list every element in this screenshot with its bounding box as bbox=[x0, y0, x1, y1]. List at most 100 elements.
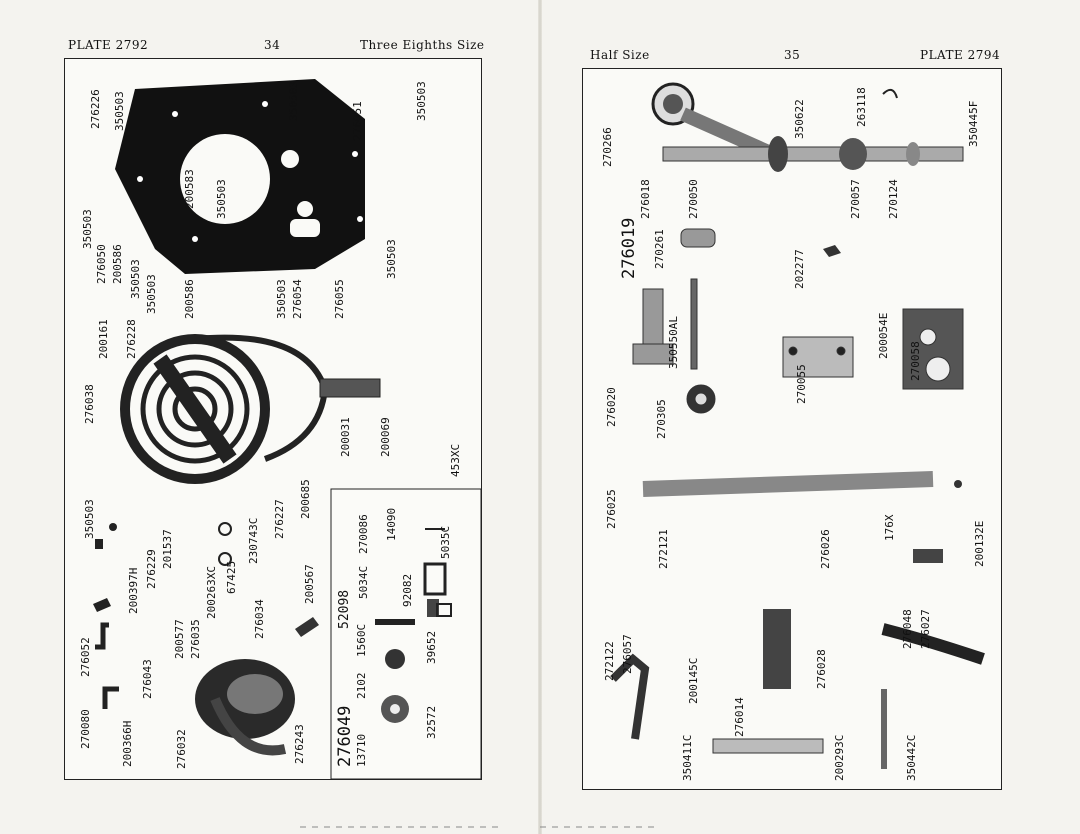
part-label: 276057 bbox=[621, 634, 634, 674]
part-label: 350411C bbox=[681, 734, 694, 781]
part-label: 200397H bbox=[127, 567, 140, 614]
part-label: 202277 bbox=[793, 249, 806, 289]
part-label: 350442C bbox=[905, 734, 918, 781]
part-label: 350550AL bbox=[667, 316, 680, 369]
part-label: 276014 bbox=[733, 697, 746, 737]
size-note: Half Size bbox=[590, 48, 650, 62]
part-label: 52098 bbox=[337, 589, 352, 629]
part-label: 276032 bbox=[175, 729, 188, 769]
part-label: 350622 bbox=[793, 99, 806, 139]
part-label: 350503 bbox=[83, 499, 96, 539]
part-label: 453XC bbox=[449, 443, 462, 477]
part-label: 276048 bbox=[901, 609, 914, 649]
part-label: 270055 bbox=[795, 364, 808, 404]
part-label: 272122 bbox=[603, 641, 616, 681]
part-label: 276227 bbox=[273, 499, 286, 539]
part-label: 276229 bbox=[145, 549, 158, 589]
page-number: 34 bbox=[264, 38, 281, 52]
part-label: 200145C bbox=[687, 657, 700, 704]
part-label: 276052 bbox=[79, 637, 92, 677]
part-label: 263118 bbox=[855, 87, 868, 127]
part-label: 276018 bbox=[639, 179, 652, 219]
part-label: 276226 bbox=[89, 89, 102, 129]
scan-artifact bbox=[300, 826, 500, 828]
fan-guard-illustration bbox=[120, 334, 381, 484]
right-page: Half Size 35 PLATE 2794 bbox=[540, 0, 1080, 834]
cup-illustration bbox=[195, 617, 319, 756]
shaft-illustration bbox=[651, 82, 964, 172]
part-label: 67425 bbox=[225, 560, 238, 594]
part-label: 200567 bbox=[303, 564, 316, 604]
part-label: 350503 bbox=[287, 81, 300, 121]
part-label: 200054E bbox=[877, 312, 890, 359]
part-label: 270305 bbox=[655, 399, 668, 439]
part-label: 276054 bbox=[291, 279, 304, 319]
part-label: 200132E bbox=[973, 520, 986, 567]
part-label: 200586 bbox=[111, 244, 124, 284]
part-label: 32572 bbox=[425, 705, 438, 739]
part-label: 5034C bbox=[357, 565, 370, 599]
part-label: 270266 bbox=[601, 127, 614, 167]
part-label: 276025 bbox=[605, 489, 618, 529]
part-label: 276028 bbox=[815, 649, 828, 689]
engine-plate-illustration bbox=[115, 79, 365, 274]
page-number: 35 bbox=[784, 48, 801, 62]
left-plate-frame: 276226 350503 350503 350503 276051 35050… bbox=[64, 58, 482, 780]
part-label: 350503 bbox=[215, 179, 228, 219]
part-label: 276026 bbox=[819, 529, 832, 569]
assembly-number: 276019 bbox=[619, 217, 639, 279]
part-label: 270058 bbox=[909, 341, 922, 381]
right-plate-frame: 270266 276019 276018 350622 263118 35044… bbox=[582, 68, 1002, 790]
part-label: 276020 bbox=[605, 387, 618, 427]
inset-assembly-number: 276049 bbox=[335, 705, 355, 767]
part-label: 350503 bbox=[415, 81, 428, 121]
part-label: 230743C bbox=[247, 517, 260, 564]
part-label: 350503 bbox=[145, 274, 158, 314]
part-label: 272121 bbox=[657, 529, 670, 569]
plate-title: PLATE 2792 bbox=[68, 38, 149, 52]
part-label: 200263XC bbox=[205, 566, 218, 619]
book-spine bbox=[538, 0, 542, 834]
part-label: 350503 bbox=[385, 239, 398, 279]
part-label: 350503 bbox=[275, 279, 288, 319]
part-label: 276027 bbox=[919, 609, 932, 649]
right-plate-illustration bbox=[610, 82, 985, 769]
part-label: 200583 bbox=[183, 169, 196, 209]
part-label: 270057 bbox=[849, 179, 862, 219]
part-label: 270261 bbox=[653, 229, 666, 269]
part-label: 270086 bbox=[357, 514, 370, 554]
part-label: 92082 bbox=[401, 573, 414, 607]
part-label: 200031 bbox=[339, 417, 352, 457]
part-label: 2102 bbox=[355, 672, 368, 700]
part-label: 176X bbox=[883, 514, 896, 542]
part-label: 350503 bbox=[129, 259, 142, 299]
part-label: 200586 bbox=[183, 279, 196, 319]
part-label: 276038 bbox=[83, 384, 96, 424]
part-label: 200161 bbox=[97, 319, 110, 359]
part-label: 276055 bbox=[333, 279, 346, 319]
part-label: 276043 bbox=[141, 659, 154, 699]
part-label: 5035C bbox=[439, 525, 452, 559]
part-label: 276243 bbox=[293, 724, 306, 764]
plate-title: PLATE 2794 bbox=[920, 48, 1001, 62]
scan-artifact bbox=[540, 826, 660, 828]
part-label: 1560C bbox=[355, 623, 368, 657]
part-label: 201537 bbox=[161, 529, 174, 569]
part-label: 276050 bbox=[95, 244, 108, 284]
part-label: 200366H bbox=[121, 720, 134, 767]
size-note: Three Eighths Size bbox=[360, 38, 485, 52]
part-label: 276228 bbox=[125, 319, 138, 359]
part-label: 350503 bbox=[113, 91, 126, 131]
part-label: 276051 bbox=[351, 101, 364, 141]
part-label: 39652 bbox=[425, 630, 438, 664]
part-label: 270080 bbox=[79, 709, 92, 749]
lever-illustration bbox=[610, 245, 985, 769]
part-label: 276035 bbox=[189, 619, 202, 659]
part-label: 270124 bbox=[887, 179, 900, 219]
left-page: PLATE 2792 34 Three Eighths Size bbox=[64, 38, 500, 828]
part-label: 350445F bbox=[967, 100, 980, 147]
part-label: 200685 bbox=[299, 479, 312, 519]
part-label: 13710 bbox=[355, 733, 368, 767]
part-label: 200577 bbox=[173, 619, 186, 659]
part-label: 270050 bbox=[687, 179, 700, 219]
